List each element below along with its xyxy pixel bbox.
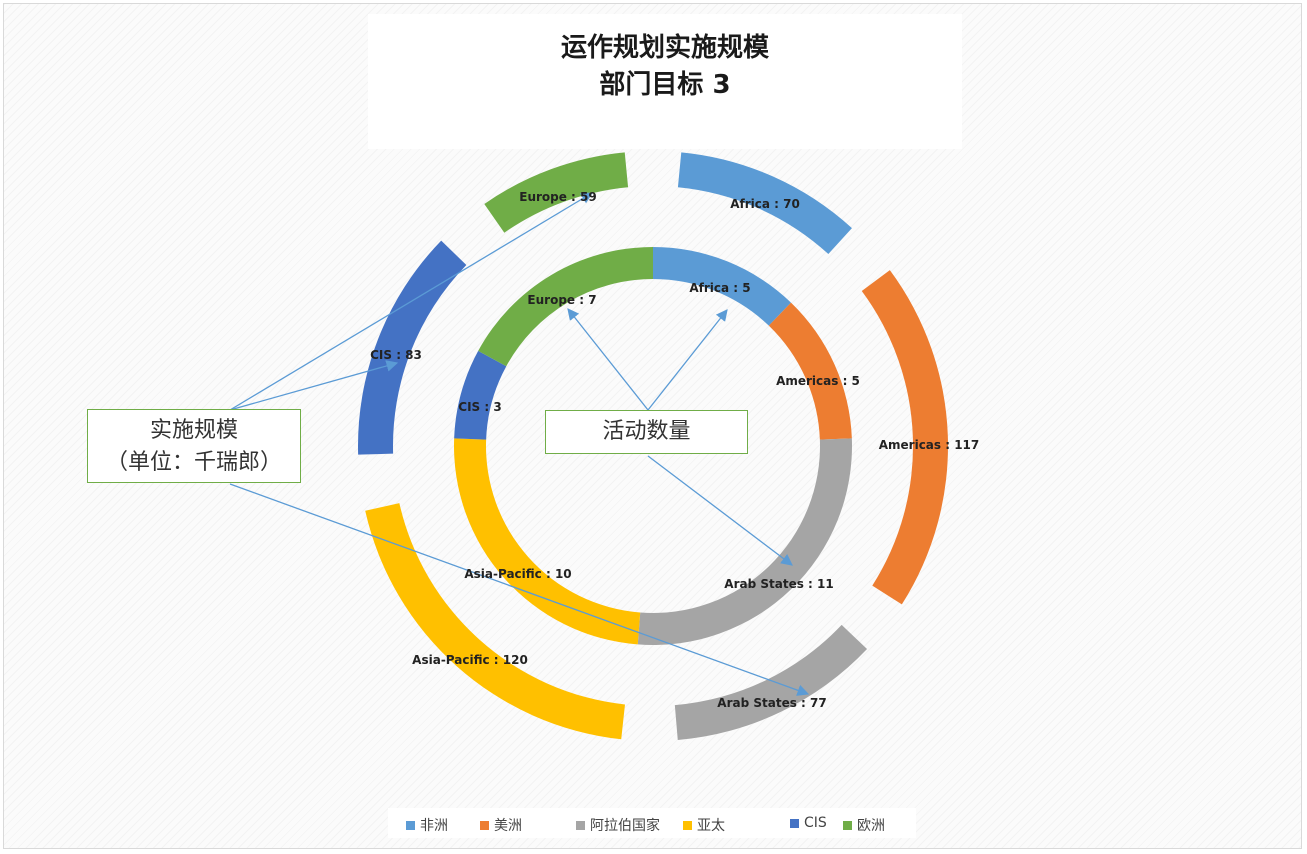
legend: 非洲 美洲 阿拉伯国家 亚太 CIS 欧洲 xyxy=(388,808,916,838)
outer-segment-cis xyxy=(358,240,467,455)
legend-label-asia-pacific: 亚太 xyxy=(697,818,725,834)
legend-swatch-arab-states xyxy=(576,820,585,830)
outer-label-americas: Americas : 117 xyxy=(879,438,980,452)
inner-label-cis: CIS : 3 xyxy=(458,400,501,414)
inner-segment-europe xyxy=(478,247,653,367)
title-box xyxy=(368,14,962,149)
legend-label-americas: 美洲 xyxy=(494,818,522,834)
legend-label-europe: 欧洲 xyxy=(857,818,885,834)
legend-item-cis: CIS xyxy=(790,815,827,831)
inner-segment-asia-pacific xyxy=(454,438,641,645)
outer-callout-line-2: （单位：千瑞郎） xyxy=(105,450,282,475)
legend-item-arab-states: 阿拉伯国家 xyxy=(576,815,660,835)
outer-segment-americas xyxy=(861,270,948,605)
legend-item-africa: 非洲 xyxy=(406,815,448,835)
legend-swatch-americas xyxy=(480,820,489,830)
inner-label-americas: Americas : 5 xyxy=(776,374,860,388)
callout-arrow-2 xyxy=(229,360,399,411)
legend-swatch-europe xyxy=(843,820,852,830)
legend-swatch-cis xyxy=(790,818,799,828)
inner-label-africa: Africa : 5 xyxy=(689,281,750,295)
callout-arrow-5 xyxy=(647,309,728,411)
inner-segment-africa xyxy=(653,247,791,326)
legend-swatch-africa xyxy=(406,820,415,830)
callout-arrow-4 xyxy=(567,308,649,411)
outer-label-africa: Africa : 70 xyxy=(730,197,800,211)
chart-title: 运作规划实施规模 xyxy=(560,33,769,63)
inner-segment-cis xyxy=(454,350,507,440)
outer-ring xyxy=(358,152,948,740)
inner-segment-arab-states xyxy=(637,438,852,645)
outer-callout-line-1: 实施规模 xyxy=(149,418,238,443)
outer-segment-asia-pacific xyxy=(365,503,625,740)
outer-label-asia-pacific: Asia-Pacific : 120 xyxy=(412,653,528,667)
legend-item-europe: 欧洲 xyxy=(843,815,885,835)
outer-label-cis: CIS : 83 xyxy=(370,348,422,362)
outer-segment-europe xyxy=(484,152,629,233)
legend-label-cis: CIS xyxy=(804,815,827,831)
inner-label-asia-pacific: Asia-Pacific : 10 xyxy=(464,567,571,581)
inner-label-europe: Europe : 7 xyxy=(527,293,596,307)
callout-arrows xyxy=(229,192,810,696)
outer-segment-africa xyxy=(677,152,852,255)
legend-swatch-asia-pacific xyxy=(683,820,692,830)
legend-item-asia-pacific: 亚太 xyxy=(683,815,725,835)
legend-label-africa: 非洲 xyxy=(420,818,448,834)
inner-segment-americas xyxy=(768,302,852,440)
chart-subtitle: 部门目标 3 xyxy=(599,70,731,100)
callout-arrow-6 xyxy=(647,455,793,566)
legend-label-arab-states: 阿拉伯国家 xyxy=(590,818,660,834)
inner-label-arab-states: Arab States : 11 xyxy=(724,577,833,591)
inner-ring-callout: 活动数量 xyxy=(545,410,748,454)
outer-ring-callout: 实施规模 （单位：千瑞郎） xyxy=(87,409,301,483)
callout-arrow-1 xyxy=(229,192,594,411)
callout-arrow-3 xyxy=(229,483,810,696)
outer-label-arab-states: Arab States : 77 xyxy=(717,696,826,710)
outer-segment-arab-states xyxy=(674,624,868,740)
inner-ring xyxy=(454,247,852,645)
legend-item-americas: 美洲 xyxy=(480,815,522,835)
outer-label-europe: Europe : 59 xyxy=(519,190,596,204)
